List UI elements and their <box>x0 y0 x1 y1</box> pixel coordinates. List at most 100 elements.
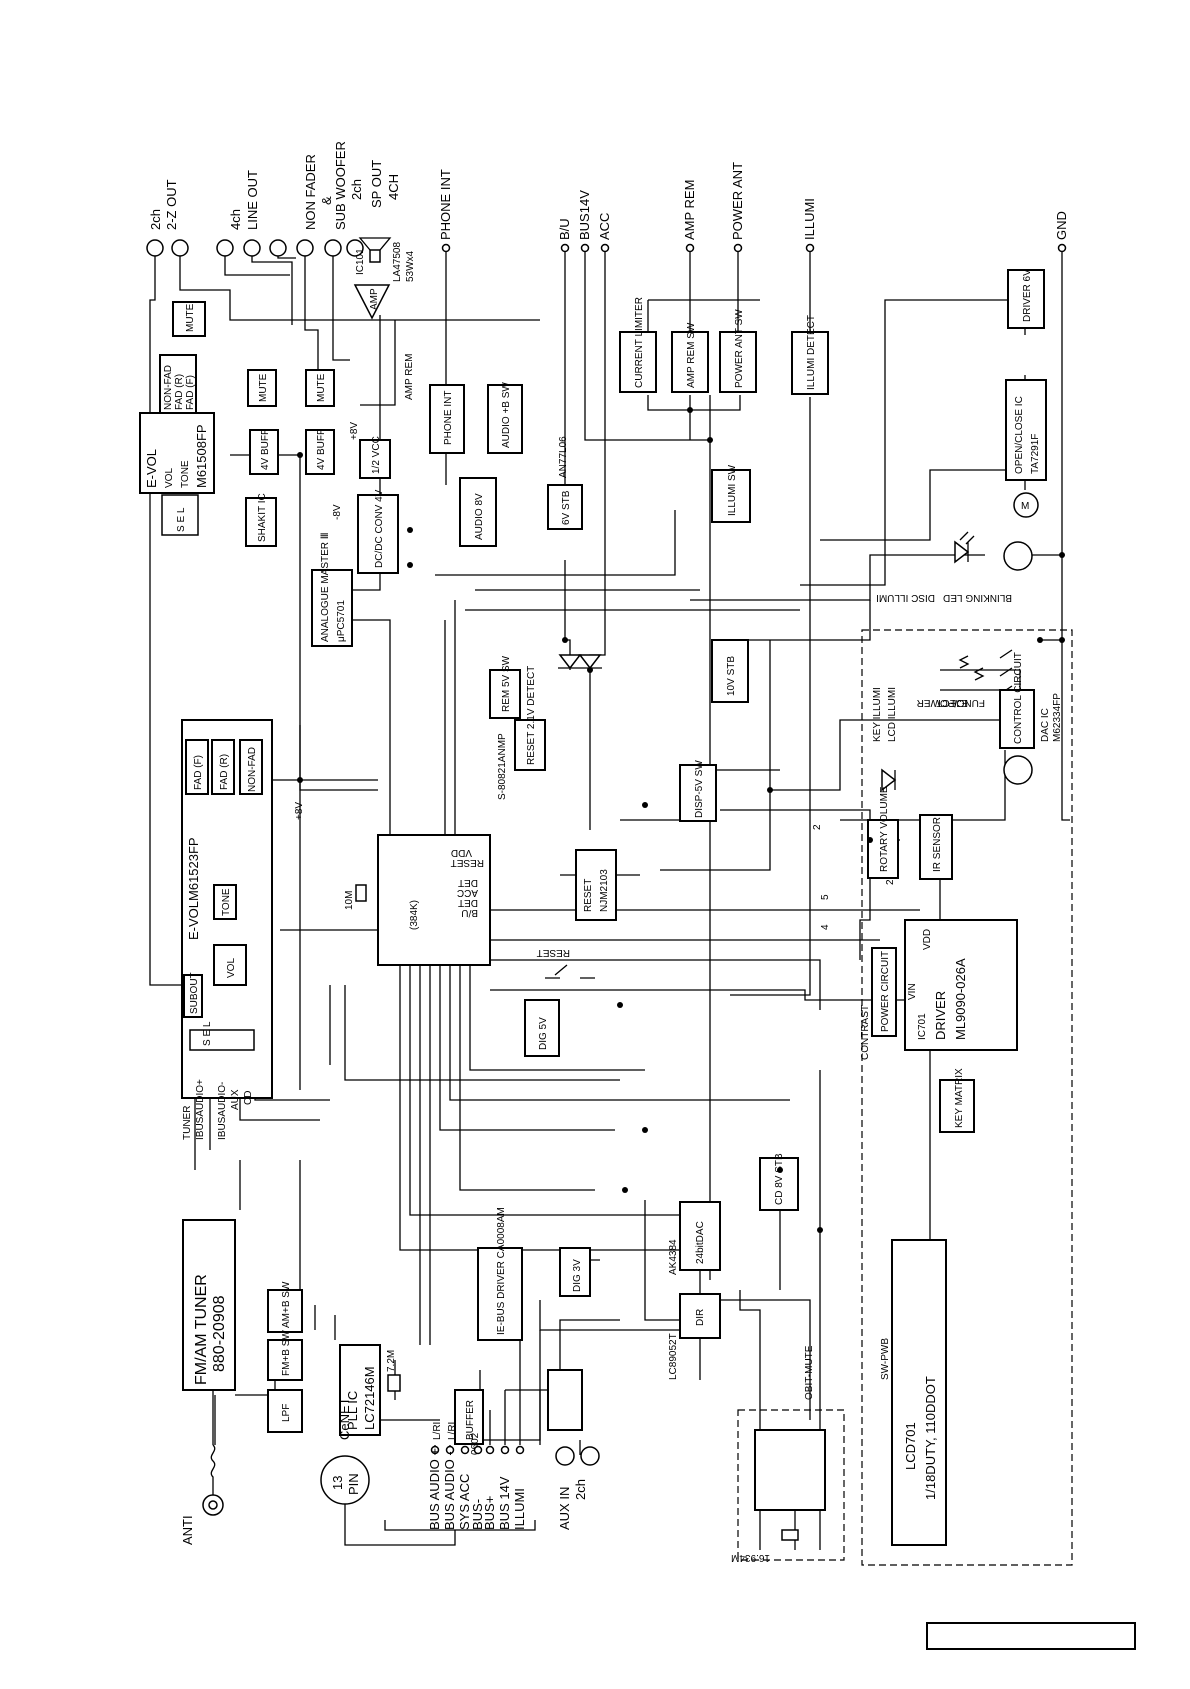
driver-ic701 <box>904 919 1018 1051</box>
page-number-box <box>926 1622 1136 1650</box>
lineout-ch-label: 4ch <box>228 209 243 230</box>
svg-text:VOL: VOL <box>164 468 175 488</box>
svg-text:ILLUMI SW: ILLUMI SW <box>727 464 738 516</box>
svg-text:IC701: IC701 <box>917 1013 928 1040</box>
subwoofer-label: SUB WOOFER <box>333 141 348 230</box>
nonfader-terminal-1 <box>324 239 342 257</box>
svg-text:μPC5701: μPC5701 <box>336 600 347 642</box>
svg-text:PHONE INT: PHONE INT <box>443 391 454 445</box>
gnd-terminal <box>1057 243 1067 253</box>
svg-text:RESET: RESET <box>583 879 594 912</box>
pll-ic <box>339 1344 381 1436</box>
cenet-13pin-connector <box>320 1455 370 1505</box>
svg-text:L/RI: L/RI <box>447 1422 458 1440</box>
svg-text:(384K): (384K) <box>409 900 420 930</box>
svg-text:TONE: TONE <box>180 460 191 488</box>
bu-terminal <box>560 243 570 253</box>
svg-text:0602: 0602 <box>470 1432 481 1455</box>
svg-text:AK4384: AK4384 <box>668 1239 679 1275</box>
svg-text:DIG 3V: DIG 3V <box>572 1259 583 1292</box>
zout-label: 2-Z OUT <box>164 179 179 230</box>
lcd701-display <box>891 1239 947 1546</box>
svg-text:MUTE: MUTE <box>258 373 269 402</box>
bus-14v-label: BUS 14V <box>497 1476 512 1530</box>
svg-text:VDD: VDD <box>451 847 472 858</box>
lineout-terminal-3 <box>269 239 287 257</box>
buff-block-2 <box>305 429 335 475</box>
amp-rem-sw-block <box>671 331 709 393</box>
svg-text:DISP-5V SW: DISP-5V SW <box>694 760 705 818</box>
svg-text:AM+B SW: AM+B SW <box>281 1281 292 1328</box>
mcu-section: RESET 2.1V DETECT S-80821ANMP DISP-5V SW… <box>344 666 717 1057</box>
buff-block-1 <box>249 429 279 475</box>
key-matrix-block <box>939 1079 975 1133</box>
reset-switch-label: RESET <box>537 947 570 958</box>
junctions <box>297 407 1065 1233</box>
svg-text:MUTE: MUTE <box>185 303 196 332</box>
svg-text:FM/AM TUNER: FM/AM TUNER <box>193 1274 210 1385</box>
amp-rem-net-label: AMP REM <box>404 354 415 401</box>
svg-text:ROTARY VOLUME: ROTARY VOLUME <box>879 786 890 872</box>
reset-ic-njm2103 <box>575 849 617 921</box>
lcd-illumi-label: LCD ILLUMI <box>887 687 898 742</box>
svg-text:VDD: VDD <box>922 929 933 950</box>
svg-text:FM+B SW: FM+B SW <box>281 1330 292 1376</box>
lineout-terminal-4 <box>296 239 314 257</box>
powerant-label: POWER ANT <box>730 162 745 240</box>
svg-text:DET: DET <box>458 877 478 888</box>
aux-in-label: AUX IN <box>557 1487 572 1530</box>
phone-int-block <box>429 384 465 454</box>
svg-text:VIN: VIN <box>907 983 918 1000</box>
svg-text:AN77L06: AN77L06 <box>558 436 569 478</box>
subwoofer-ch-label: 2ch <box>349 179 364 200</box>
svg-text:BUFFER: BUFFER <box>465 1400 476 1440</box>
power-amp-ic101 <box>353 284 391 320</box>
24bit-dac <box>679 1201 721 1271</box>
am-b-sw-block <box>267 1289 303 1333</box>
svg-text:NON-FAD: NON-FAD <box>163 365 174 410</box>
driver-6v-block <box>1007 269 1045 329</box>
sw-pwb-label: SW-PWB <box>880 1338 891 1380</box>
svg-text:LPF: LPF <box>281 1404 292 1422</box>
svg-text:DIG 5V: DIG 5V <box>538 1017 549 1050</box>
svg-text:AMP REM SW: AMP REM SW <box>686 322 697 388</box>
svg-text:5: 5 <box>820 894 831 900</box>
cd-sel-label: CD <box>243 1091 254 1105</box>
svg-text:1/2 VCC: 1/2 VCC <box>371 436 382 474</box>
disc-illumi-led-icon <box>954 531 1033 571</box>
svg-text:FAD (F): FAD (F) <box>193 755 204 790</box>
microcontroller <box>377 834 491 966</box>
acc-label: ACC <box>597 213 612 240</box>
svg-text:1/18DUTY, 110DDOT: 1/18DUTY, 110DDOT <box>923 1376 938 1500</box>
eject-label: EJECT <box>936 697 968 708</box>
svg-text:SHAKIT IC: SHAKIT IC <box>257 493 268 542</box>
bus-audio-plus-label: BUS AUDIO + <box>427 1448 442 1530</box>
amprem-terminal <box>685 243 695 253</box>
svg-text:2: 2 <box>885 879 896 885</box>
cd-8v-stb-block <box>759 1157 799 1211</box>
svg-text:DIR: DIR <box>695 1309 706 1326</box>
buffer-block <box>454 1389 484 1445</box>
illumi-sw-block <box>711 469 751 523</box>
lineout-terminal-2 <box>243 239 261 257</box>
svg-text:E-VOL: E-VOL <box>144 449 159 488</box>
illumi-detect-block <box>791 331 829 395</box>
stb-10v-block <box>711 639 749 703</box>
fad-r-block <box>211 739 235 795</box>
half-vcc-block <box>359 439 391 479</box>
sel-block-1 <box>161 494 199 536</box>
key-illumi-transistor-icon <box>1003 755 1033 785</box>
svg-text:MUTE: MUTE <box>316 373 327 402</box>
stb-6v-block <box>547 484 583 530</box>
phoneint-label: PHONE INT <box>438 169 453 240</box>
aux-ch-label: 2ch <box>573 1479 588 1500</box>
svg-text:PIN: PIN <box>346 1473 361 1495</box>
bus-plus-label: BUS+ <box>482 1496 497 1530</box>
blinking-led-label: BLINKING LED <box>943 592 1012 603</box>
lpf-block <box>267 1389 303 1433</box>
bu-label: B/U <box>557 218 572 240</box>
illumi-terminal <box>805 243 815 253</box>
zout-terminal-r <box>171 239 189 257</box>
